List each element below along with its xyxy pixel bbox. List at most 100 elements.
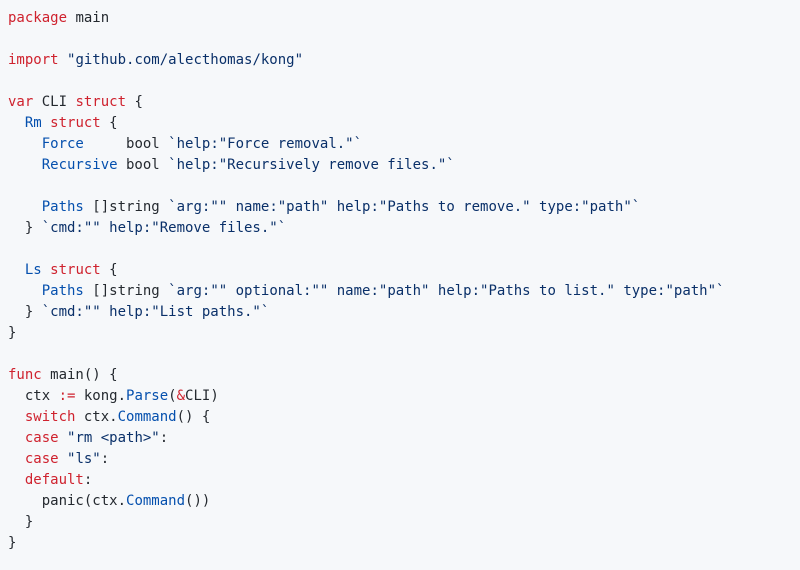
- code-line: default:: [8, 470, 800, 491]
- code-text: [8, 472, 25, 488]
- code-text: }: [8, 535, 17, 551]
- code-line: Ls struct {: [8, 260, 800, 281]
- code-keyword: struct: [50, 115, 101, 131]
- code-line: panic(ctx.Command()): [8, 491, 800, 512]
- code-text: [59, 451, 67, 467]
- code-text: [8, 157, 42, 173]
- code-text: [42, 115, 50, 131]
- code-line: func main() {: [8, 365, 800, 386]
- code-text: [8, 409, 25, 425]
- code-line: Paths []string `arg:"" optional:"" name:…: [8, 281, 800, 302]
- code-identifier: Rm: [24, 115, 42, 131]
- code-text: [8, 451, 25, 467]
- code-text: }: [8, 325, 17, 341]
- code-content: package main​import "github.com/alecthom…: [8, 8, 800, 554]
- code-text: [8, 283, 42, 299]
- code-text: [8, 262, 25, 278]
- code-identifier: Command: [126, 493, 186, 509]
- code-text: CLI): [185, 388, 219, 404]
- code-string: `help:"Recursively remove files."`: [168, 157, 455, 173]
- code-line: ​: [8, 239, 800, 260]
- code-text: bool: [117, 157, 169, 173]
- code-text: () {: [176, 409, 211, 425]
- code-line: Rm struct {: [8, 113, 800, 134]
- code-keyword: :=: [58, 388, 76, 404]
- code-line: case "rm <path>":: [8, 428, 800, 449]
- code-keyword: switch: [24, 409, 76, 425]
- code-text: }: [8, 220, 42, 236]
- code-identifier: Parse: [126, 388, 169, 404]
- code-line: }: [8, 512, 800, 533]
- code-line: switch ctx.Command() {: [8, 407, 800, 428]
- code-line: ​: [8, 71, 800, 92]
- code-text: kong.: [75, 388, 127, 404]
- code-keyword: import: [8, 52, 59, 68]
- code-string: `cmd:"" help:"Remove files."`: [41, 220, 287, 236]
- code-keyword: default: [24, 472, 84, 488]
- code-line: var CLI struct {: [8, 92, 800, 113]
- code-text: :: [159, 430, 169, 446]
- code-string: "ls": [67, 451, 101, 467]
- code-text: {: [100, 115, 118, 131]
- code-keyword: struct: [75, 94, 127, 110]
- code-text: main() {: [41, 367, 118, 383]
- code-text: :: [83, 472, 93, 488]
- code-text: []string: [83, 283, 169, 299]
- code-text: CLI: [33, 94, 76, 110]
- code-text: []string: [83, 199, 169, 215]
- code-text: ()): [185, 493, 211, 509]
- code-keyword: package: [8, 10, 68, 26]
- code-keyword: case: [24, 451, 59, 467]
- code-line: ​: [8, 344, 800, 365]
- code-line: Force bool `help:"Force removal."`: [8, 134, 800, 155]
- code-keyword: &: [176, 388, 186, 404]
- code-line: ​: [8, 29, 800, 50]
- code-text: (: [168, 388, 177, 404]
- code-text: [8, 199, 42, 215]
- code-string: "rm <path>": [67, 430, 160, 446]
- code-identifier: Force: [41, 136, 84, 152]
- code-keyword: var: [8, 94, 34, 110]
- code-text: [8, 136, 42, 152]
- code-string: `cmd:"" help:"List paths."`: [41, 304, 270, 320]
- code-line: }: [8, 533, 800, 554]
- code-text: [8, 430, 25, 446]
- code-keyword: struct: [50, 262, 101, 278]
- code-line: case "ls":: [8, 449, 800, 470]
- code-text: main: [67, 10, 110, 26]
- code-identifier: Ls: [24, 262, 42, 278]
- code-keyword: case: [24, 430, 59, 446]
- code-identifier: Command: [117, 409, 177, 425]
- code-text: ctx.: [75, 409, 118, 425]
- code-text: [42, 262, 50, 278]
- code-line: ctx := kong.Parse(&CLI): [8, 386, 800, 407]
- code-text: bool: [83, 136, 169, 152]
- code-line: ​: [8, 176, 800, 197]
- code-keyword: func: [8, 367, 42, 383]
- code-text: [59, 52, 67, 68]
- code-string: `arg:"" optional:"" name:"path" help:"Pa…: [168, 283, 725, 299]
- code-identifier: Recursive: [41, 157, 118, 173]
- code-text: [59, 430, 67, 446]
- code-text: {: [126, 94, 143, 110]
- code-identifier: Paths: [41, 283, 84, 299]
- code-text: [8, 115, 25, 131]
- code-string: `arg:"" name:"path" help:"Paths to remov…: [168, 199, 641, 215]
- code-text: ctx: [8, 388, 59, 404]
- code-identifier: Paths: [41, 199, 84, 215]
- code-string: `help:"Force removal."`: [168, 136, 363, 152]
- code-text: }: [8, 304, 42, 320]
- code-text: }: [8, 514, 34, 530]
- code-text: panic(ctx.: [8, 493, 127, 509]
- code-text: :: [100, 451, 110, 467]
- code-text: {: [100, 262, 118, 278]
- code-line: }: [8, 323, 800, 344]
- code-line: Paths []string `arg:"" name:"path" help:…: [8, 197, 800, 218]
- code-line: Recursive bool `help:"Recursively remove…: [8, 155, 800, 176]
- code-line: } `cmd:"" help:"Remove files."`: [8, 218, 800, 239]
- code-line: package main: [8, 8, 800, 29]
- code-string: "github.com/alecthomas/kong": [67, 52, 304, 68]
- code-line: } `cmd:"" help:"List paths."`: [8, 302, 800, 323]
- code-line: import "github.com/alecthomas/kong": [8, 50, 800, 71]
